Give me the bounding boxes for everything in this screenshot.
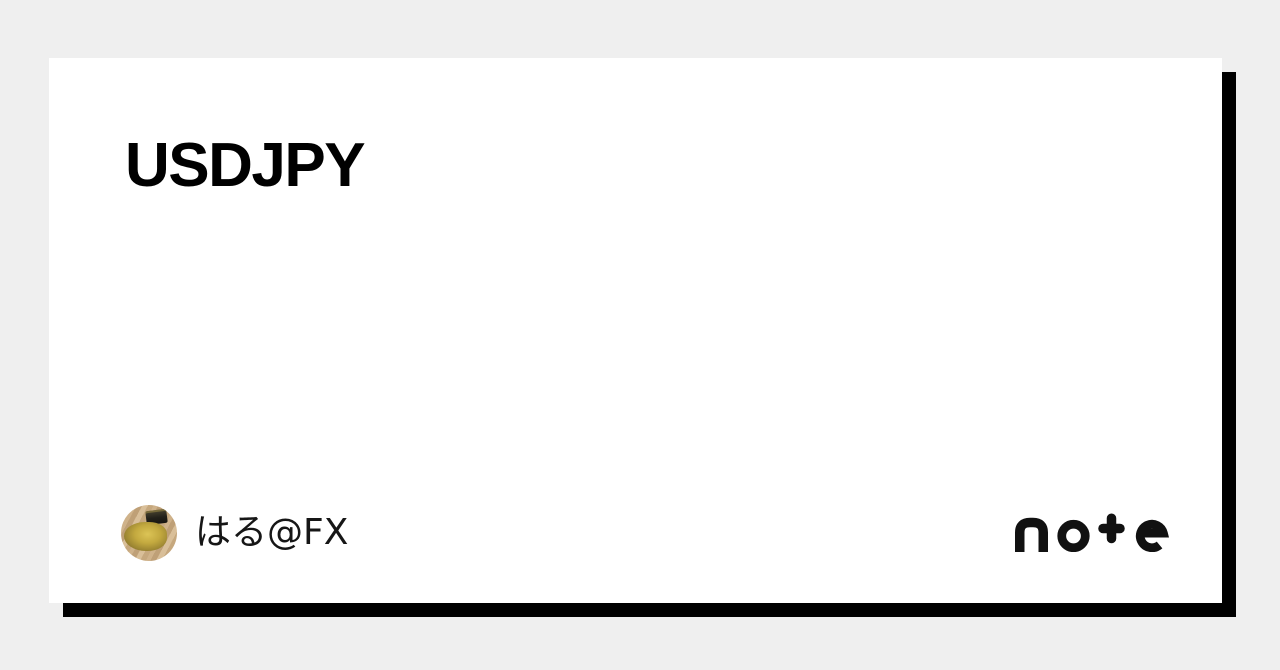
note-logo-plus bbox=[1098, 513, 1125, 544]
gold-coins-graphic bbox=[124, 522, 167, 551]
author-avatar-image bbox=[121, 505, 177, 561]
eyecatch-card: USDJPY はる@FX bbox=[49, 58, 1222, 603]
note-logo-letter-o bbox=[1057, 519, 1090, 552]
author-row: はる@FX bbox=[121, 505, 348, 561]
note-logo bbox=[1015, 513, 1173, 552]
article-title: USDJPY bbox=[125, 131, 366, 200]
note-logo-letter-e bbox=[1135, 519, 1170, 552]
note-logo-letter-n bbox=[1015, 517, 1048, 552]
author-name: はる@FX bbox=[195, 512, 349, 553]
